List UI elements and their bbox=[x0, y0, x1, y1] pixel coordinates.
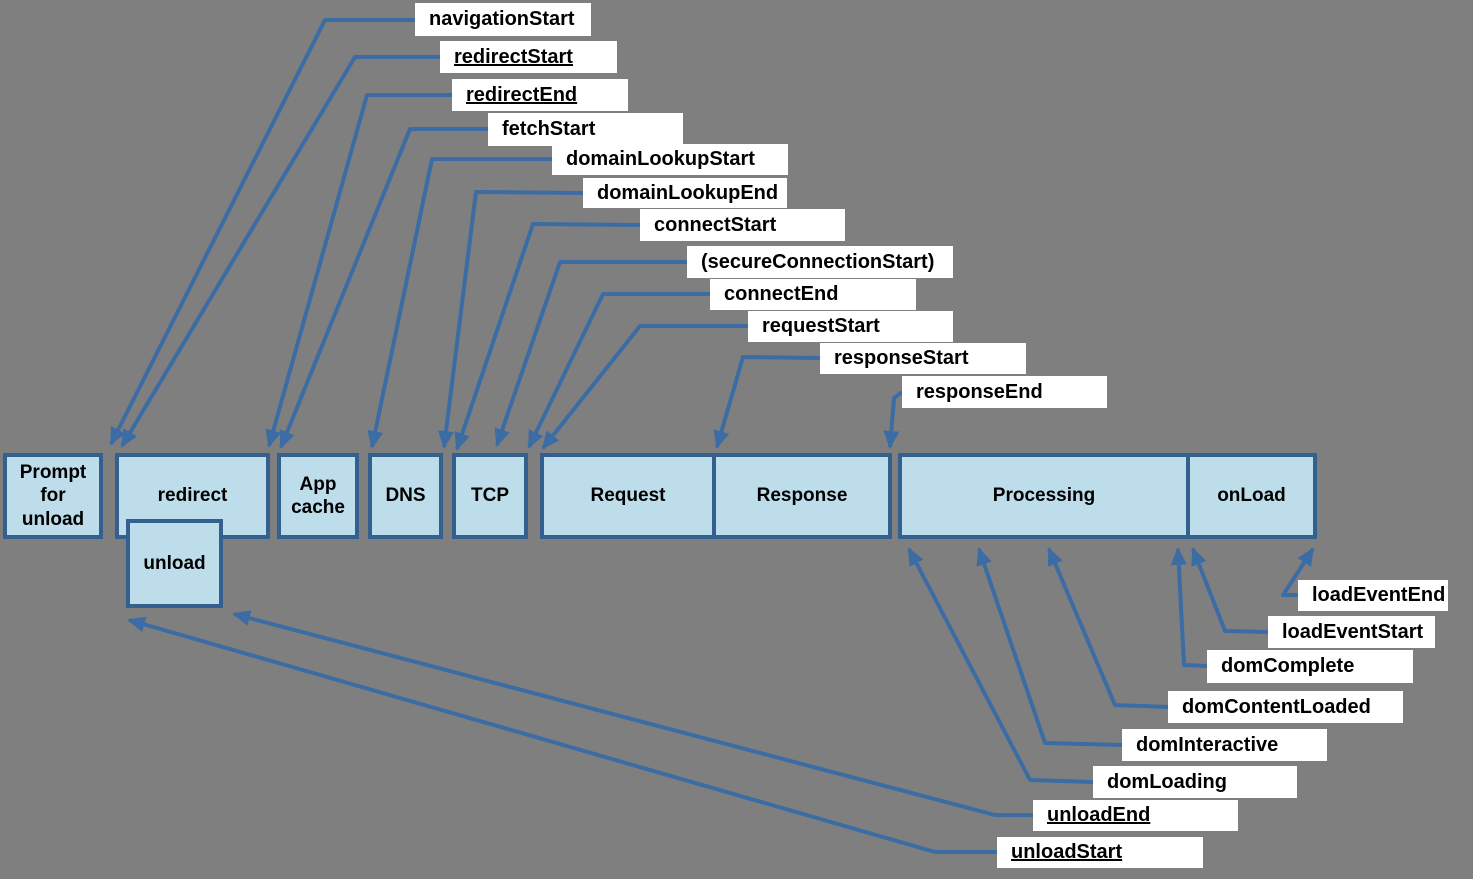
box-prompt-for-unload-label: Prompt for unload bbox=[19, 462, 87, 530]
connector-domInteractive-arrow bbox=[976, 547, 1123, 747]
box-onload-label: onLoad bbox=[1217, 485, 1286, 507]
event-label-domContentLoaded: domContentLoaded bbox=[1168, 691, 1403, 723]
connector-responseStart-arrow bbox=[713, 355, 821, 449]
connector-responseEnd-arrow bbox=[883, 390, 904, 449]
event-label-redirectEnd-text: redirectEnd bbox=[466, 83, 578, 106]
event-label-unloadStart-text: unloadStart bbox=[1011, 841, 1123, 863]
box-response: Response bbox=[712, 453, 892, 539]
connector-fetchStart-arrow bbox=[279, 127, 488, 449]
connector-loadEventEnd-arrow bbox=[1281, 547, 1315, 597]
event-label-domainLookupEnd: domainLookupEnd bbox=[583, 178, 787, 208]
event-label-connectEnd: connectEnd bbox=[710, 279, 916, 310]
event-label-domInteractive: domInteractive bbox=[1122, 729, 1327, 761]
event-label-connectStart-text: connectStart bbox=[654, 213, 777, 236]
event-label-unloadStart: unloadStart bbox=[997, 837, 1203, 868]
event-label-requestStart: requestStart bbox=[748, 311, 953, 342]
connector-unloadEnd-arrow bbox=[232, 610, 1033, 817]
box-app-cache-label: App cache bbox=[291, 473, 345, 518]
box-processing-label: Processing bbox=[992, 485, 1096, 507]
event-label-secureConnectionStart: (secureConnectionStart) bbox=[687, 246, 953, 278]
box-unload-label: unload bbox=[143, 552, 206, 574]
event-label-unloadEnd: unloadEnd bbox=[1033, 800, 1238, 831]
event-label-domComplete: domComplete bbox=[1207, 650, 1413, 683]
connector-domLoading-arrow bbox=[907, 547, 1094, 784]
event-label-domainLookupEnd-text: domainLookupEnd bbox=[597, 181, 779, 204]
event-label-loadEventEnd-text: loadEventEnd bbox=[1312, 584, 1446, 606]
event-label-domInteractive-text: domInteractive bbox=[1136, 733, 1279, 756]
event-label-redirectEnd: redirectEnd bbox=[452, 79, 628, 111]
box-onload: onLoad bbox=[1186, 453, 1317, 539]
event-label-responseStart: responseStart bbox=[820, 343, 1026, 374]
box-processing: Processing bbox=[898, 453, 1190, 539]
box-request-label: Request bbox=[590, 485, 666, 507]
event-label-domainLookupStart-text: domainLookupStart bbox=[566, 148, 755, 170]
event-label-connectStart: connectStart bbox=[640, 209, 845, 241]
event-label-loadEventStart: loadEventStart bbox=[1268, 616, 1435, 648]
event-label-responseStart-text: responseStart bbox=[834, 347, 969, 369]
connector-domComplete-arrow bbox=[1170, 547, 1208, 668]
box-dns-label: DNS bbox=[385, 485, 426, 507]
event-label-connectEnd-text: connectEnd bbox=[724, 283, 839, 305]
connector-domainLookupEnd-arrow bbox=[438, 190, 584, 449]
event-label-responseEnd: responseEnd bbox=[902, 376, 1107, 408]
box-app-cache: App cache bbox=[277, 453, 359, 539]
box-redirect-label: redirect bbox=[157, 485, 228, 507]
connector-redirectStart-arrow bbox=[120, 55, 440, 448]
connector-connectStart-arrow bbox=[454, 222, 641, 451]
box-request: Request bbox=[540, 453, 716, 539]
connector-secureConnectionStart-arrow bbox=[494, 260, 687, 447]
event-label-loadEventStart-text: loadEventStart bbox=[1282, 620, 1424, 643]
connector-requestStart-arrow bbox=[541, 324, 748, 450]
box-tcp: TCP bbox=[452, 453, 528, 539]
box-prompt-for-unload: Prompt for unload bbox=[3, 453, 103, 539]
connector-domContentLoaded-arrow bbox=[1047, 547, 1169, 709]
event-label-fetchStart-text: fetchStart bbox=[502, 118, 596, 140]
event-label-domContentLoaded-text: domContentLoaded bbox=[1182, 695, 1371, 718]
event-label-requestStart-text: requestStart bbox=[762, 315, 880, 337]
event-label-responseEnd-text: responseEnd bbox=[916, 380, 1043, 403]
connector-navigationStart-arrow bbox=[109, 18, 415, 446]
event-label-redirectStart-text: redirectStart bbox=[454, 45, 573, 68]
event-label-fetchStart: fetchStart bbox=[488, 113, 683, 146]
box-dns: DNS bbox=[368, 453, 443, 539]
event-label-unloadEnd-text: unloadEnd bbox=[1047, 804, 1151, 826]
box-tcp-label: TCP bbox=[471, 485, 509, 507]
event-label-domLoading: domLoading bbox=[1093, 766, 1297, 798]
connector-connectEnd-arrow bbox=[527, 292, 710, 449]
event-label-redirectStart: redirectStart bbox=[440, 41, 617, 73]
event-label-domComplete-text: domComplete bbox=[1221, 655, 1355, 677]
event-label-domLoading-text: domLoading bbox=[1107, 770, 1227, 793]
connector-redirectEnd-arrow bbox=[265, 93, 452, 448]
event-label-navigationStart-text: navigationStart bbox=[429, 8, 575, 30]
connector-unloadStart-arrow bbox=[127, 616, 997, 854]
box-response-label: Response bbox=[756, 485, 848, 507]
event-label-domainLookupStart: domainLookupStart bbox=[552, 144, 788, 175]
event-label-loadEventEnd: loadEventEnd bbox=[1298, 580, 1448, 611]
box-unload: unload bbox=[126, 519, 223, 608]
connector-loadEventStart-arrow bbox=[1191, 547, 1269, 634]
connector-domainLookupStart-arrow bbox=[367, 157, 552, 449]
event-label-navigationStart: navigationStart bbox=[415, 3, 591, 36]
event-label-secureConnectionStart-text: (secureConnectionStart) bbox=[701, 250, 935, 273]
